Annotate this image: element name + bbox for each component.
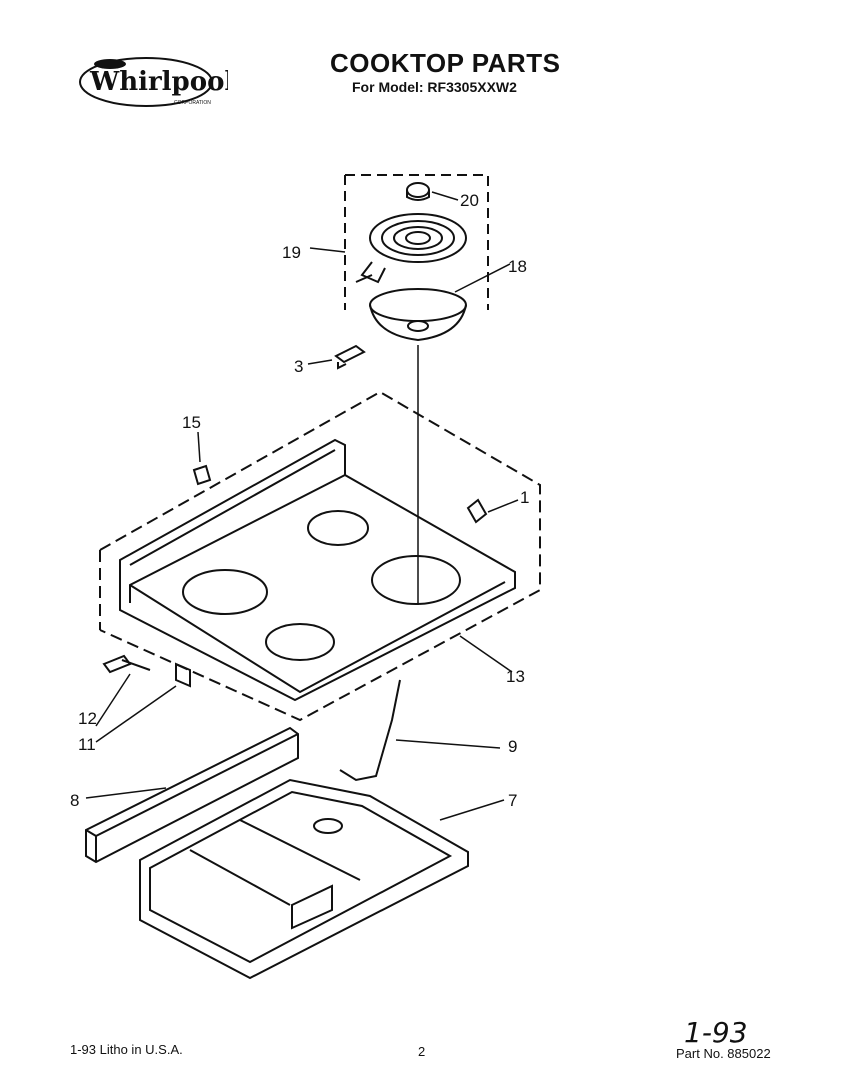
callout-12: 12 [78, 709, 97, 728]
callout-20: 20 [460, 191, 479, 210]
svg-text:Whirlpool: Whirlpool [89, 67, 228, 97]
callout-18: 18 [508, 257, 527, 276]
page-title: COOKTOP PARTS [330, 48, 561, 78]
callout-9: 9 [508, 737, 517, 756]
callout-19: 19 [282, 243, 301, 262]
handwritten-date: 1-93 [684, 1016, 748, 1049]
model-line: For Model: RF3305XXW2 [352, 79, 517, 95]
callout-8: 8 [70, 791, 79, 810]
callout-1: 1 [520, 488, 529, 507]
page-number: 2 [418, 1044, 426, 1059]
whirlpool-logo: Whirlpool CORPORATION [78, 52, 234, 110]
callout-11: 11 [78, 735, 96, 754]
callout-3: 3 [294, 357, 303, 376]
litho-note: 1-93 Litho in U.S.A. [70, 1042, 183, 1057]
svg-text:CORPORATION: CORPORATION [174, 100, 211, 106]
callout-13: 13 [506, 667, 525, 686]
callout-7: 7 [508, 791, 517, 810]
part-number: Part No. 885022 [676, 1046, 771, 1061]
callout-15: 15 [182, 413, 201, 432]
